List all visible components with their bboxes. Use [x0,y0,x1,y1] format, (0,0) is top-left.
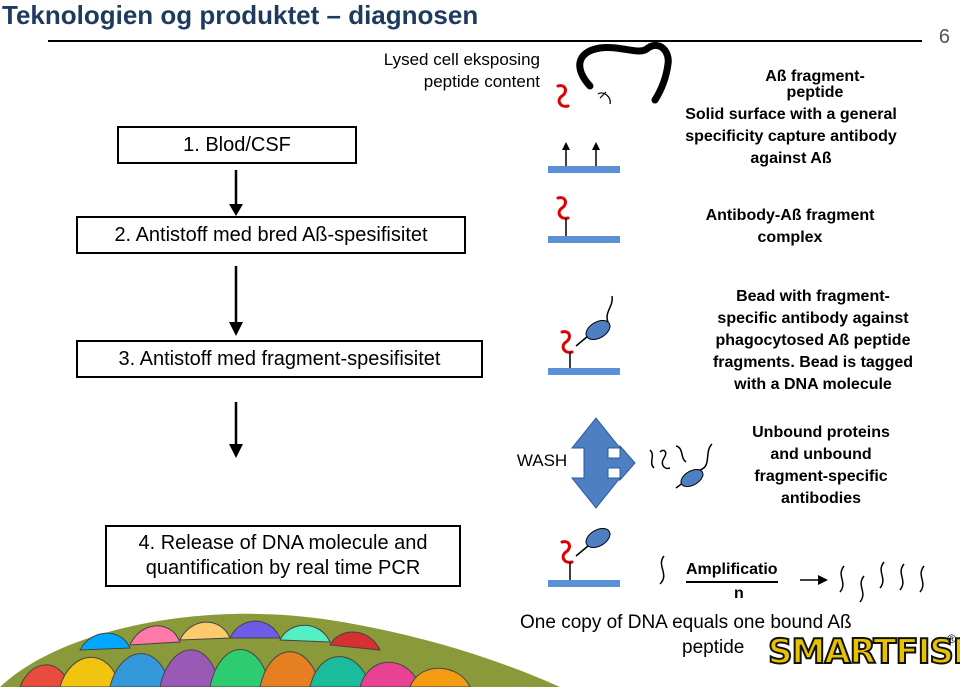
smartfish-logo: SMARTFISH ® [767,631,960,684]
bead-line2: specific antibody against [717,310,909,327]
step-3-box: 3. Antistoff med fragment-spesifisitet [76,340,483,378]
bead-line1: Bead with fragment- [736,288,890,305]
step-2-box: 2. Antistoff med bred Aß-spesifisitet [76,216,466,254]
bead-icon [675,443,713,489]
dna-strand-icon [839,561,925,603]
lysed-cell-membrane-icon [576,41,672,104]
lysed-cell-line1: Lysed cell eksposing [383,50,540,69]
lysed-cell-text: Lysed cell eksposing peptide content [330,49,540,93]
amplification-line1: Amplificatio [686,559,778,583]
capture-surface-icon [548,352,620,375]
capture-surface-icon [548,218,620,243]
title-rule [48,40,922,42]
ab-fragment-label: Aß fragment- peptide [740,66,890,104]
logo-text: SMARTFISH [767,631,960,673]
wash-label: WASH [516,451,568,470]
down-arrow-icon [229,266,243,336]
page-number: 6 [938,26,950,48]
bead-line3: phagocytosed Aß peptide [715,332,911,349]
logo-mark: ® [947,632,956,646]
ab-fragment-line2: peptide [786,84,844,101]
ab-fragment-line1: Aß fragment- [765,68,865,85]
step-1-label: 1. Blod/CSF [183,133,291,156]
dna-strand-icon [659,555,665,585]
complex-line2: complex [757,229,823,246]
unbound-line2: and unbound [770,446,872,463]
unbound-line3: fragment-specific [754,468,888,485]
solid-surface-line3: against Aß [750,150,832,167]
down-arrow-icon [229,170,243,216]
peptide-squiggle-icon [556,84,574,564]
unbound-line1: Unbound proteins [752,424,890,441]
one-copy-line1: One copy of DNA equals one bound Aß [520,612,852,633]
down-arrow-icon [229,402,243,458]
lysed-cell-line2: peptide content [423,72,540,91]
step-4-box: 4. Release of DNA molecule and quantific… [105,525,461,587]
one-copy-line2: peptide [682,637,745,658]
step-3-label: 3. Antistoff med fragment-spesifisitet [118,347,441,370]
solid-surface-line1: Solid surface with a general [685,106,897,123]
step-4-label-line1: 4. Release of DNA molecule and [138,532,428,554]
step-2-label: 2. Antistoff med bred Aß-spesifisitet [114,223,428,246]
bead-line5: with a DNA molecule [734,376,892,393]
step-4-label-line2: quantification by real time PCR [145,557,421,579]
solid-surface-line2: specificity capture antibody [685,128,897,145]
complex-line1: Antibody-Aß fragment [705,207,875,224]
one-copy-label: One copy of DNA equals one bound Aß pept… [520,610,930,660]
solid-surface-label: Solid surface with a general specificity… [660,104,922,170]
bead-icon [575,295,613,347]
amplification-label: Amplificatio n [686,559,798,605]
peptide-squiggle-icon [649,445,687,470]
capture-surface-icon [548,562,620,587]
bead-line4: fragments. Bead is tagged [712,354,914,371]
amplification-line2: n [734,585,744,602]
unbound-label: Unbound proteins and unbound fragment-sp… [728,422,914,510]
complex-label: Antibody-Aß fragment complex [690,205,890,249]
fish-scales-icon [0,613,560,687]
bead-label: Bead with fragment- specific antibody ag… [690,286,936,396]
capture-surface-icon [548,142,620,173]
step-1-box: 1. Blod/CSF [117,126,357,164]
unbound-line4: antibodies [780,490,861,507]
wash-arrow-icon [570,417,636,509]
slide-title: Teknologien og produktet – diagnosen [2,0,479,30]
bead-icon [575,528,611,557]
amplification-arrow-icon [800,575,828,585]
